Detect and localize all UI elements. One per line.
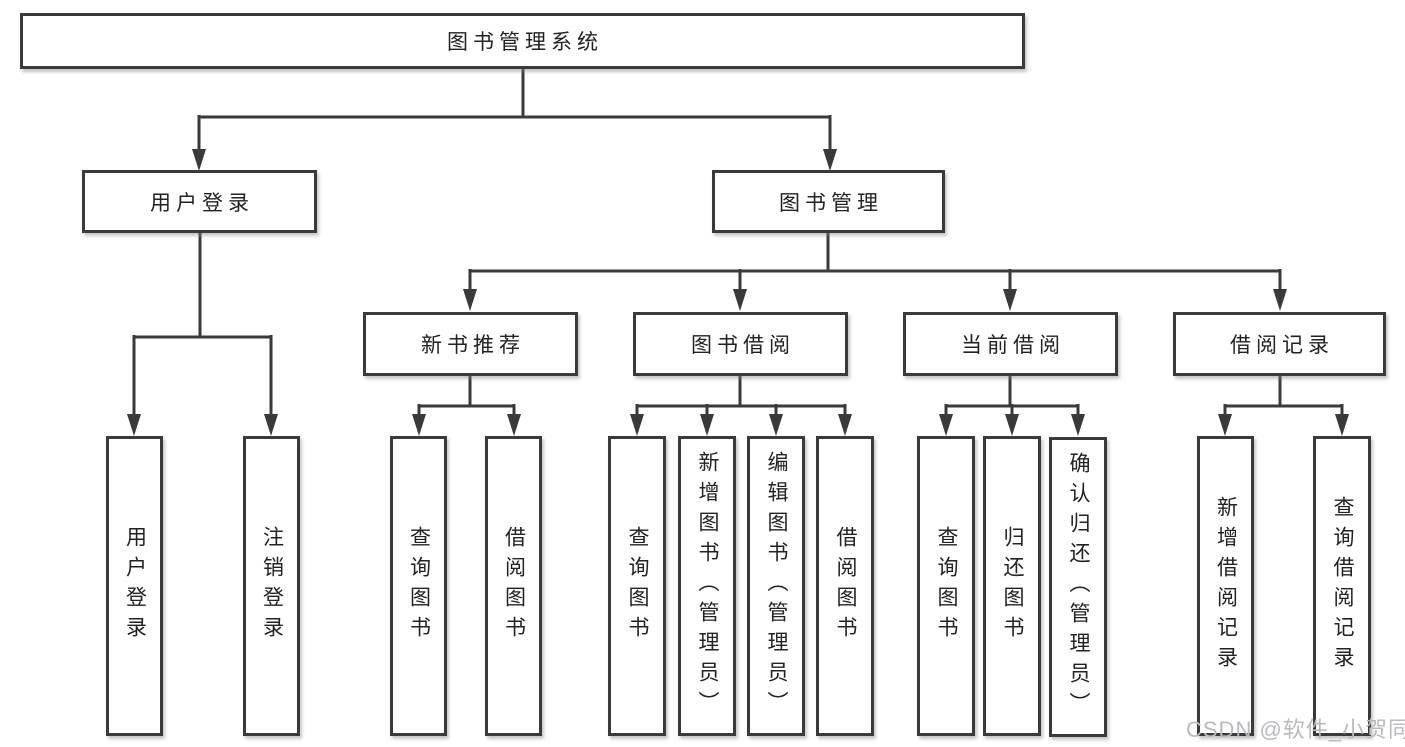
node-leaf-query-books-current: 查询图书 (917, 436, 975, 736)
node-book-borrow: 图书借阅 (633, 312, 848, 376)
node-label: 注销登录 (260, 526, 284, 646)
node-leaf-query-books-recommend: 查询图书 (390, 436, 447, 736)
node-leaf-borrow-books-recommend: 借阅图书 (485, 436, 542, 736)
node-leaf-logout: 注销登录 (243, 436, 300, 736)
node-leaf-return-book: 归还图书 (983, 436, 1041, 736)
node-user-login-module: 用户登录 (82, 170, 317, 233)
node-leaf-confirm-return-admin: 确认归还（管理员） (1049, 437, 1107, 737)
csdn-watermark: CSDN @软件_小贺同学 (1186, 717, 1405, 742)
node-label: 借阅图书 (834, 526, 857, 646)
node-label: 查询图书 (626, 526, 649, 646)
node-leaf-user-login: 用户登录 (106, 436, 163, 736)
node-label: 用户登录 (123, 526, 147, 646)
node-new-book-recommend: 新书推荐 (363, 312, 578, 376)
node-label: 当前借阅 (961, 334, 1065, 357)
node-label: 图书管理系统 (447, 31, 603, 54)
node-leaf-borrow-books: 借阅图书 (816, 436, 874, 736)
node-label: 图书借阅 (691, 334, 795, 357)
node-book-management-module: 图书管理 (712, 170, 945, 233)
node-leaf-edit-book-admin: 编辑图书（管理员） (747, 436, 805, 736)
node-label: 新增图书（管理员） (696, 451, 719, 721)
node-leaf-add-book-admin: 新增图书（管理员） (678, 436, 736, 736)
node-leaf-add-borrow-record: 新增借阅记录 (1197, 436, 1254, 736)
node-borrow-record: 借阅记录 (1173, 312, 1386, 376)
node-leaf-query-books-borrow: 查询图书 (608, 436, 666, 736)
node-label: 编辑图书（管理员） (765, 451, 788, 721)
node-label: 查询图书 (935, 526, 958, 646)
node-label: 查询图书 (407, 526, 431, 646)
node-label: 新书推荐 (421, 334, 525, 357)
node-label: 借阅记录 (1230, 334, 1334, 357)
node-label: 借阅图书 (502, 526, 526, 646)
node-label: 归还图书 (1001, 526, 1024, 646)
node-label: 图书管理 (779, 191, 883, 215)
node-label: 查询借阅记录 (1331, 496, 1354, 676)
node-current-borrow: 当前借阅 (903, 312, 1118, 376)
node-root-system: 图书管理系统 (20, 13, 1025, 69)
node-label: 新增借阅记录 (1214, 496, 1238, 676)
node-leaf-query-borrow-record: 查询借阅记录 (1313, 436, 1371, 736)
node-label: 确认归还（管理员） (1067, 452, 1090, 722)
node-label: 用户登录 (150, 191, 254, 215)
